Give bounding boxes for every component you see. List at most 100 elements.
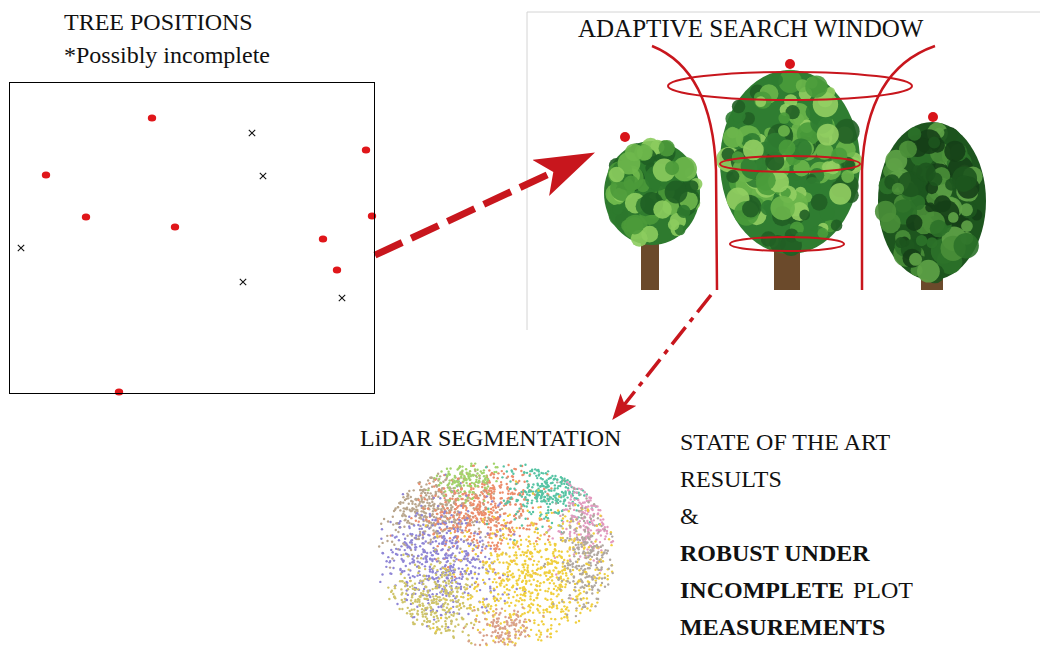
- lidar-point: [456, 525, 458, 527]
- lidar-point: [467, 560, 469, 562]
- lidar-point: [547, 470, 549, 472]
- lidar-point: [447, 577, 449, 579]
- tree-foliage: [960, 201, 977, 218]
- lidar-point: [432, 510, 434, 512]
- lidar-point: [442, 494, 444, 496]
- tree-foliage: [770, 196, 794, 220]
- lidar-point: [554, 511, 556, 513]
- lidar-point: [553, 478, 555, 480]
- window-ring: [730, 237, 844, 251]
- lidar-point: [422, 524, 424, 526]
- tree-foliage: [875, 201, 896, 222]
- tree-foliage: [835, 119, 860, 144]
- lidar-point: [519, 527, 521, 529]
- lidar-point: [460, 588, 462, 590]
- lidar-point: [478, 527, 480, 529]
- treetop-dot: [785, 59, 795, 69]
- lidar-point: [417, 504, 419, 506]
- lidar-point: [457, 477, 459, 479]
- lidar-point: [445, 595, 447, 597]
- lidar-point: [422, 508, 424, 510]
- lidar-point: [551, 475, 553, 477]
- lidar-point: [527, 524, 529, 526]
- lidar-point: [606, 530, 608, 532]
- window-wall: [862, 46, 935, 290]
- lidar-point: [456, 527, 458, 529]
- lidar-point: [492, 519, 494, 521]
- lidar-point: [434, 523, 436, 525]
- tree-foliage: [948, 212, 959, 223]
- lidar-point: [547, 509, 549, 511]
- lidar-point: [460, 560, 462, 562]
- found-tree-dot: [42, 171, 50, 178]
- lidar-point: [481, 514, 483, 516]
- lidar-point: [437, 530, 439, 532]
- lidar-point: [590, 497, 592, 499]
- lidar-point: [438, 532, 440, 534]
- lidar-point: [477, 497, 479, 499]
- lidar-point: [569, 481, 571, 483]
- lidar-point: [448, 527, 450, 529]
- lidar-point: [601, 521, 603, 523]
- lidar-point: [503, 513, 505, 515]
- lidar-point: [427, 479, 429, 481]
- lidar-point: [458, 519, 460, 521]
- lidar-point: [513, 488, 515, 490]
- tree-foliage: [916, 235, 927, 246]
- tree-foliage: [665, 181, 688, 204]
- tree-foliage: [626, 217, 644, 235]
- lidar-point: [583, 544, 585, 546]
- lidar-point: [537, 491, 539, 493]
- lidar-point: [495, 517, 497, 519]
- lidar-point: [524, 496, 526, 498]
- lidar-point: [554, 494, 556, 496]
- lidar-point: [552, 537, 554, 539]
- lidar-point: [418, 520, 420, 522]
- lidar-point: [557, 493, 559, 495]
- lidar-point: [498, 522, 500, 524]
- lidar-point: [487, 508, 489, 510]
- tree-foliage: [612, 204, 623, 215]
- lidar-point: [492, 562, 494, 564]
- lidar-point: [546, 494, 548, 496]
- lidar-point: [568, 483, 570, 485]
- lidar-point: [507, 475, 509, 477]
- tree-foliage: [900, 141, 917, 158]
- lidar-point: [579, 555, 581, 557]
- lidar-point: [427, 534, 429, 536]
- lidar-point: [572, 502, 574, 504]
- lidar-point: [425, 556, 427, 558]
- lidar-point: [584, 509, 586, 511]
- missing-tree-cross: [240, 279, 246, 285]
- lidar-point: [503, 525, 505, 527]
- lidar-point: [447, 566, 449, 568]
- lidar-point: [436, 485, 438, 487]
- lidar-point: [486, 523, 488, 525]
- lidar-point: [478, 474, 480, 476]
- lidar-point: [509, 480, 511, 482]
- tree-illustration: [604, 70, 986, 290]
- lidar-point: [475, 507, 477, 509]
- lidar-point: [456, 601, 458, 603]
- lidar-point: [529, 524, 531, 526]
- lidar-point: [543, 499, 545, 501]
- lidar-point: [465, 564, 467, 566]
- tree-foliage: [778, 112, 790, 124]
- lidar-point: [432, 497, 434, 499]
- lidar-point: [479, 504, 481, 506]
- lidar-point: [497, 531, 499, 533]
- lidar-point: [573, 509, 575, 511]
- tree-foliage: [726, 170, 739, 183]
- lidar-point: [590, 505, 592, 507]
- lidar-point: [433, 497, 435, 499]
- lidar-point: [495, 534, 497, 536]
- lidar-point: [469, 607, 471, 609]
- lidar-point: [556, 478, 558, 480]
- lidar-point: [544, 496, 546, 498]
- lidar-point: [556, 487, 558, 489]
- lidar-point: [531, 470, 533, 472]
- lidar-point: [506, 470, 508, 472]
- lidar-point: [381, 573, 383, 575]
- lidar-point: [438, 489, 440, 491]
- lidar-point: [586, 548, 588, 550]
